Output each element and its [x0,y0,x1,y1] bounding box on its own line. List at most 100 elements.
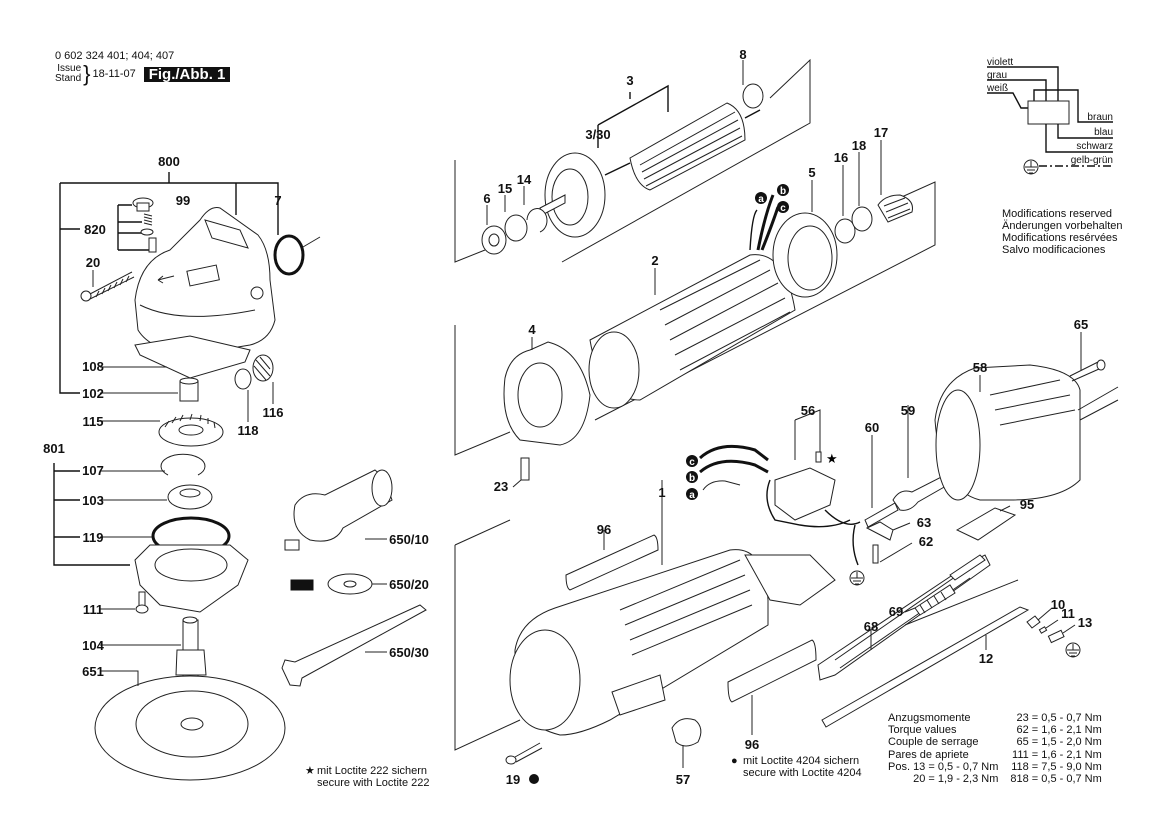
label-104[interactable]: 104 [82,638,104,653]
label-1[interactable]: 1 [658,485,665,500]
wire-label-weiss: weiß [986,83,1008,94]
svg-text:a: a [758,194,764,205]
wire-schwarz [1045,124,1113,153]
label-63[interactable]: 63 [917,515,931,530]
label-111[interactable]: 111 [83,602,103,617]
label-14[interactable]: 14 [517,172,532,187]
label-96-top[interactable]: 96 [597,522,611,537]
label-62[interactable]: 62 [919,534,933,549]
part-650-20-black-key [290,579,314,591]
figure-badge: Fig./Abb. 1 [143,66,231,82]
label-12[interactable]: 12 [979,651,993,666]
label-107[interactable]: 107 [82,463,104,478]
part-23-screw [520,457,530,481]
wire-label-violett: violett [987,57,1013,68]
label-18[interactable]: 18 [852,138,866,153]
label-650-20[interactable]: 650/20 [389,577,429,592]
label-102[interactable]: 102 [82,386,104,401]
rear-handle-group [934,332,1119,541]
label-56[interactable]: 56 [801,403,815,418]
label-96-bottom[interactable]: 96 [745,737,759,752]
label-69[interactable]: 69 [889,604,903,619]
label-20[interactable]: 20 [86,255,100,270]
label-820[interactable]: 820 [84,222,106,237]
part-20-screw [80,271,135,302]
label-108[interactable]: 108 [82,359,104,374]
label-103[interactable]: 103 [82,493,104,508]
label-17[interactable]: 17 [874,125,888,140]
wire-blau [1057,124,1113,139]
label-19[interactable]: 19 [506,772,520,787]
label-59[interactable]: 59 [901,403,915,418]
label-13[interactable]: 13 [1078,615,1092,630]
label-10[interactable]: 10 [1051,597,1065,612]
wire-label-schwarz: schwarz [1076,141,1113,152]
wire-label-braun: braun [1087,112,1113,123]
label-7[interactable]: 7 [274,193,281,208]
svg-text:b: b [780,186,786,197]
part-labels: 800 99 7 820 20 108 102 115 118 116 801 … [43,47,1092,787]
label-23[interactable]: 23 [494,479,508,494]
label-119[interactable]: 119 [83,530,104,545]
part-820-spring [143,213,153,226]
label-5[interactable]: 5 [808,165,815,180]
wire-markers-top: a b c [755,184,789,214]
label-3[interactable]: 3 [626,73,633,88]
part-15-washer [504,214,528,242]
label-68[interactable]: 68 [864,619,878,634]
part-16-oring [834,218,856,244]
part-57-knob [671,718,702,747]
switch-cable-group [698,405,961,586]
part-19-screw [505,742,543,765]
label-651[interactable]: 651 [82,664,104,679]
slide-switch-group [817,554,1081,728]
svg-text:b: b [689,473,695,484]
part-5-seal-ring [772,212,838,298]
label-8[interactable]: 8 [739,47,746,62]
bracket-801 [53,463,130,566]
label-99[interactable]: 99 [176,193,190,208]
label-11[interactable]: 11 [1061,606,1075,621]
label-16[interactable]: 16 [834,150,848,165]
wire-marker-c-switch [686,455,698,467]
wire-marker-a [755,192,767,204]
part-118-nut [234,368,252,390]
part-650-10-handle [293,469,393,542]
label-95[interactable]: 95 [1020,497,1034,512]
label-3-30[interactable]: 3/30 [585,127,610,142]
part-8-bearing [742,83,764,109]
part-65-screw [1069,359,1106,382]
wire-label-grau: grau [987,70,1007,81]
part-108-flange [134,335,251,379]
part-650-30-spanner [281,604,427,687]
modifications-en: Modifications reserved [1002,208,1113,220]
stand-label: Stand [55,73,82,84]
part-3-armature [629,102,746,191]
label-801[interactable]: 801 [43,441,65,456]
label-6[interactable]: 6 [483,191,490,206]
label-57[interactable]: 57 [676,772,690,787]
part-numbers: 0 602 324 401; 404; 407 [55,50,175,62]
label-65[interactable]: 65 [1074,317,1088,332]
wire-markers-switch: c b a ★ [686,452,838,501]
label-650-30[interactable]: 650/30 [389,645,429,660]
label-116[interactable]: 116 [263,405,284,420]
label-650-10[interactable]: 650/10 [389,532,429,547]
label-58[interactable]: 58 [973,360,987,375]
label-2[interactable]: 2 [651,253,658,268]
label-4[interactable]: 4 [528,322,536,337]
label-118[interactable]: 118 [238,423,259,438]
label-115[interactable]: 115 [83,414,104,429]
label-800[interactable]: 800 [158,154,180,169]
issue-label: Issue [57,63,82,74]
ground-icon [1065,642,1081,658]
label-95 [955,507,1017,541]
part-104-spindle [182,619,199,651]
switch-screw [815,451,822,463]
label-15[interactable]: 15 [498,181,512,196]
bearing-flange-group [53,453,286,781]
label-60[interactable]: 60 [865,420,879,435]
